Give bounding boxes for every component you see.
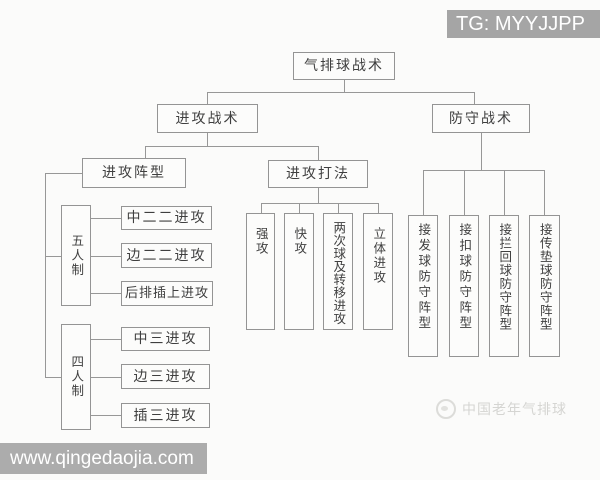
node-middle-3-attack: 中三进攻 (121, 327, 210, 351)
connector (504, 170, 505, 215)
node-five-person-system: 五人制 (61, 205, 91, 306)
connector (91, 377, 121, 378)
node-backrow-insert-attack: 后排插上进攻 (121, 281, 213, 306)
node-block-return-receive-defense-formation: 接拦回球防守阵型 (489, 215, 519, 357)
tg-watermark-banner: TG: MYYJJPP (447, 10, 600, 38)
logo-watermark: 中国老年气排球 (436, 399, 567, 419)
node-middle-2-2-attack: 中二二进攻 (121, 206, 212, 230)
node-root-volleyball-tactics: 气排球战术 (293, 52, 395, 80)
connector (338, 203, 339, 213)
connector (261, 203, 378, 204)
node-pass-dig-receive-defense-formation: 接传垫球防守阵型 (529, 215, 560, 357)
node-serve-receive-defense-formation: 接发球防守阵型 (408, 215, 438, 357)
connector (344, 80, 345, 92)
node-stereo-attack: 立体进攻 (363, 213, 393, 330)
connector (45, 256, 61, 257)
connector (91, 256, 121, 257)
connector (91, 293, 121, 294)
node-side-2-2-attack: 边二二进攻 (121, 243, 212, 268)
node-attack-formation: 进攻阵型 (82, 158, 186, 188)
url-watermark-banner: www.qingedaojia.com (0, 443, 207, 474)
tg-watermark-text: TG: MYYJJPP (456, 12, 585, 35)
connector (207, 133, 208, 146)
node-quick-attack: 快攻 (284, 213, 314, 330)
connector (45, 173, 46, 377)
connector (91, 339, 121, 340)
connector (423, 170, 544, 171)
connector (91, 415, 121, 416)
connector (378, 203, 379, 213)
connector (207, 92, 474, 93)
node-two-ball-transfer-attack: 两次球及转移进攻 (323, 213, 353, 330)
logo-watermark-text: 中国老年气排球 (462, 402, 567, 418)
logo-emblem-icon (436, 399, 456, 419)
connector (318, 146, 319, 160)
node-insert-3-attack: 插三进攻 (121, 403, 210, 428)
url-watermark-text: www.qingedaojia.com (10, 447, 194, 469)
connector (91, 218, 121, 219)
connector (145, 146, 319, 147)
connector (544, 170, 545, 215)
connector (207, 92, 208, 104)
connector (481, 133, 482, 170)
node-attack-methods: 进攻打法 (268, 160, 368, 188)
connector (145, 146, 146, 158)
connector (423, 170, 424, 215)
connector (464, 170, 465, 215)
connector (45, 377, 61, 378)
node-spike-receive-defense-formation: 接扣球防守阵型 (449, 215, 479, 357)
node-strong-attack: 强攻 (246, 213, 275, 330)
connector (474, 92, 475, 104)
node-defense-tactics: 防守战术 (432, 104, 530, 133)
connector (299, 203, 300, 213)
connector (45, 173, 82, 174)
node-side-3-attack: 边三进攻 (121, 364, 210, 389)
connector (318, 188, 319, 203)
node-four-person-system: 四人制 (61, 324, 91, 430)
connector (261, 203, 262, 213)
node-attack-tactics: 进攻战术 (157, 104, 258, 133)
